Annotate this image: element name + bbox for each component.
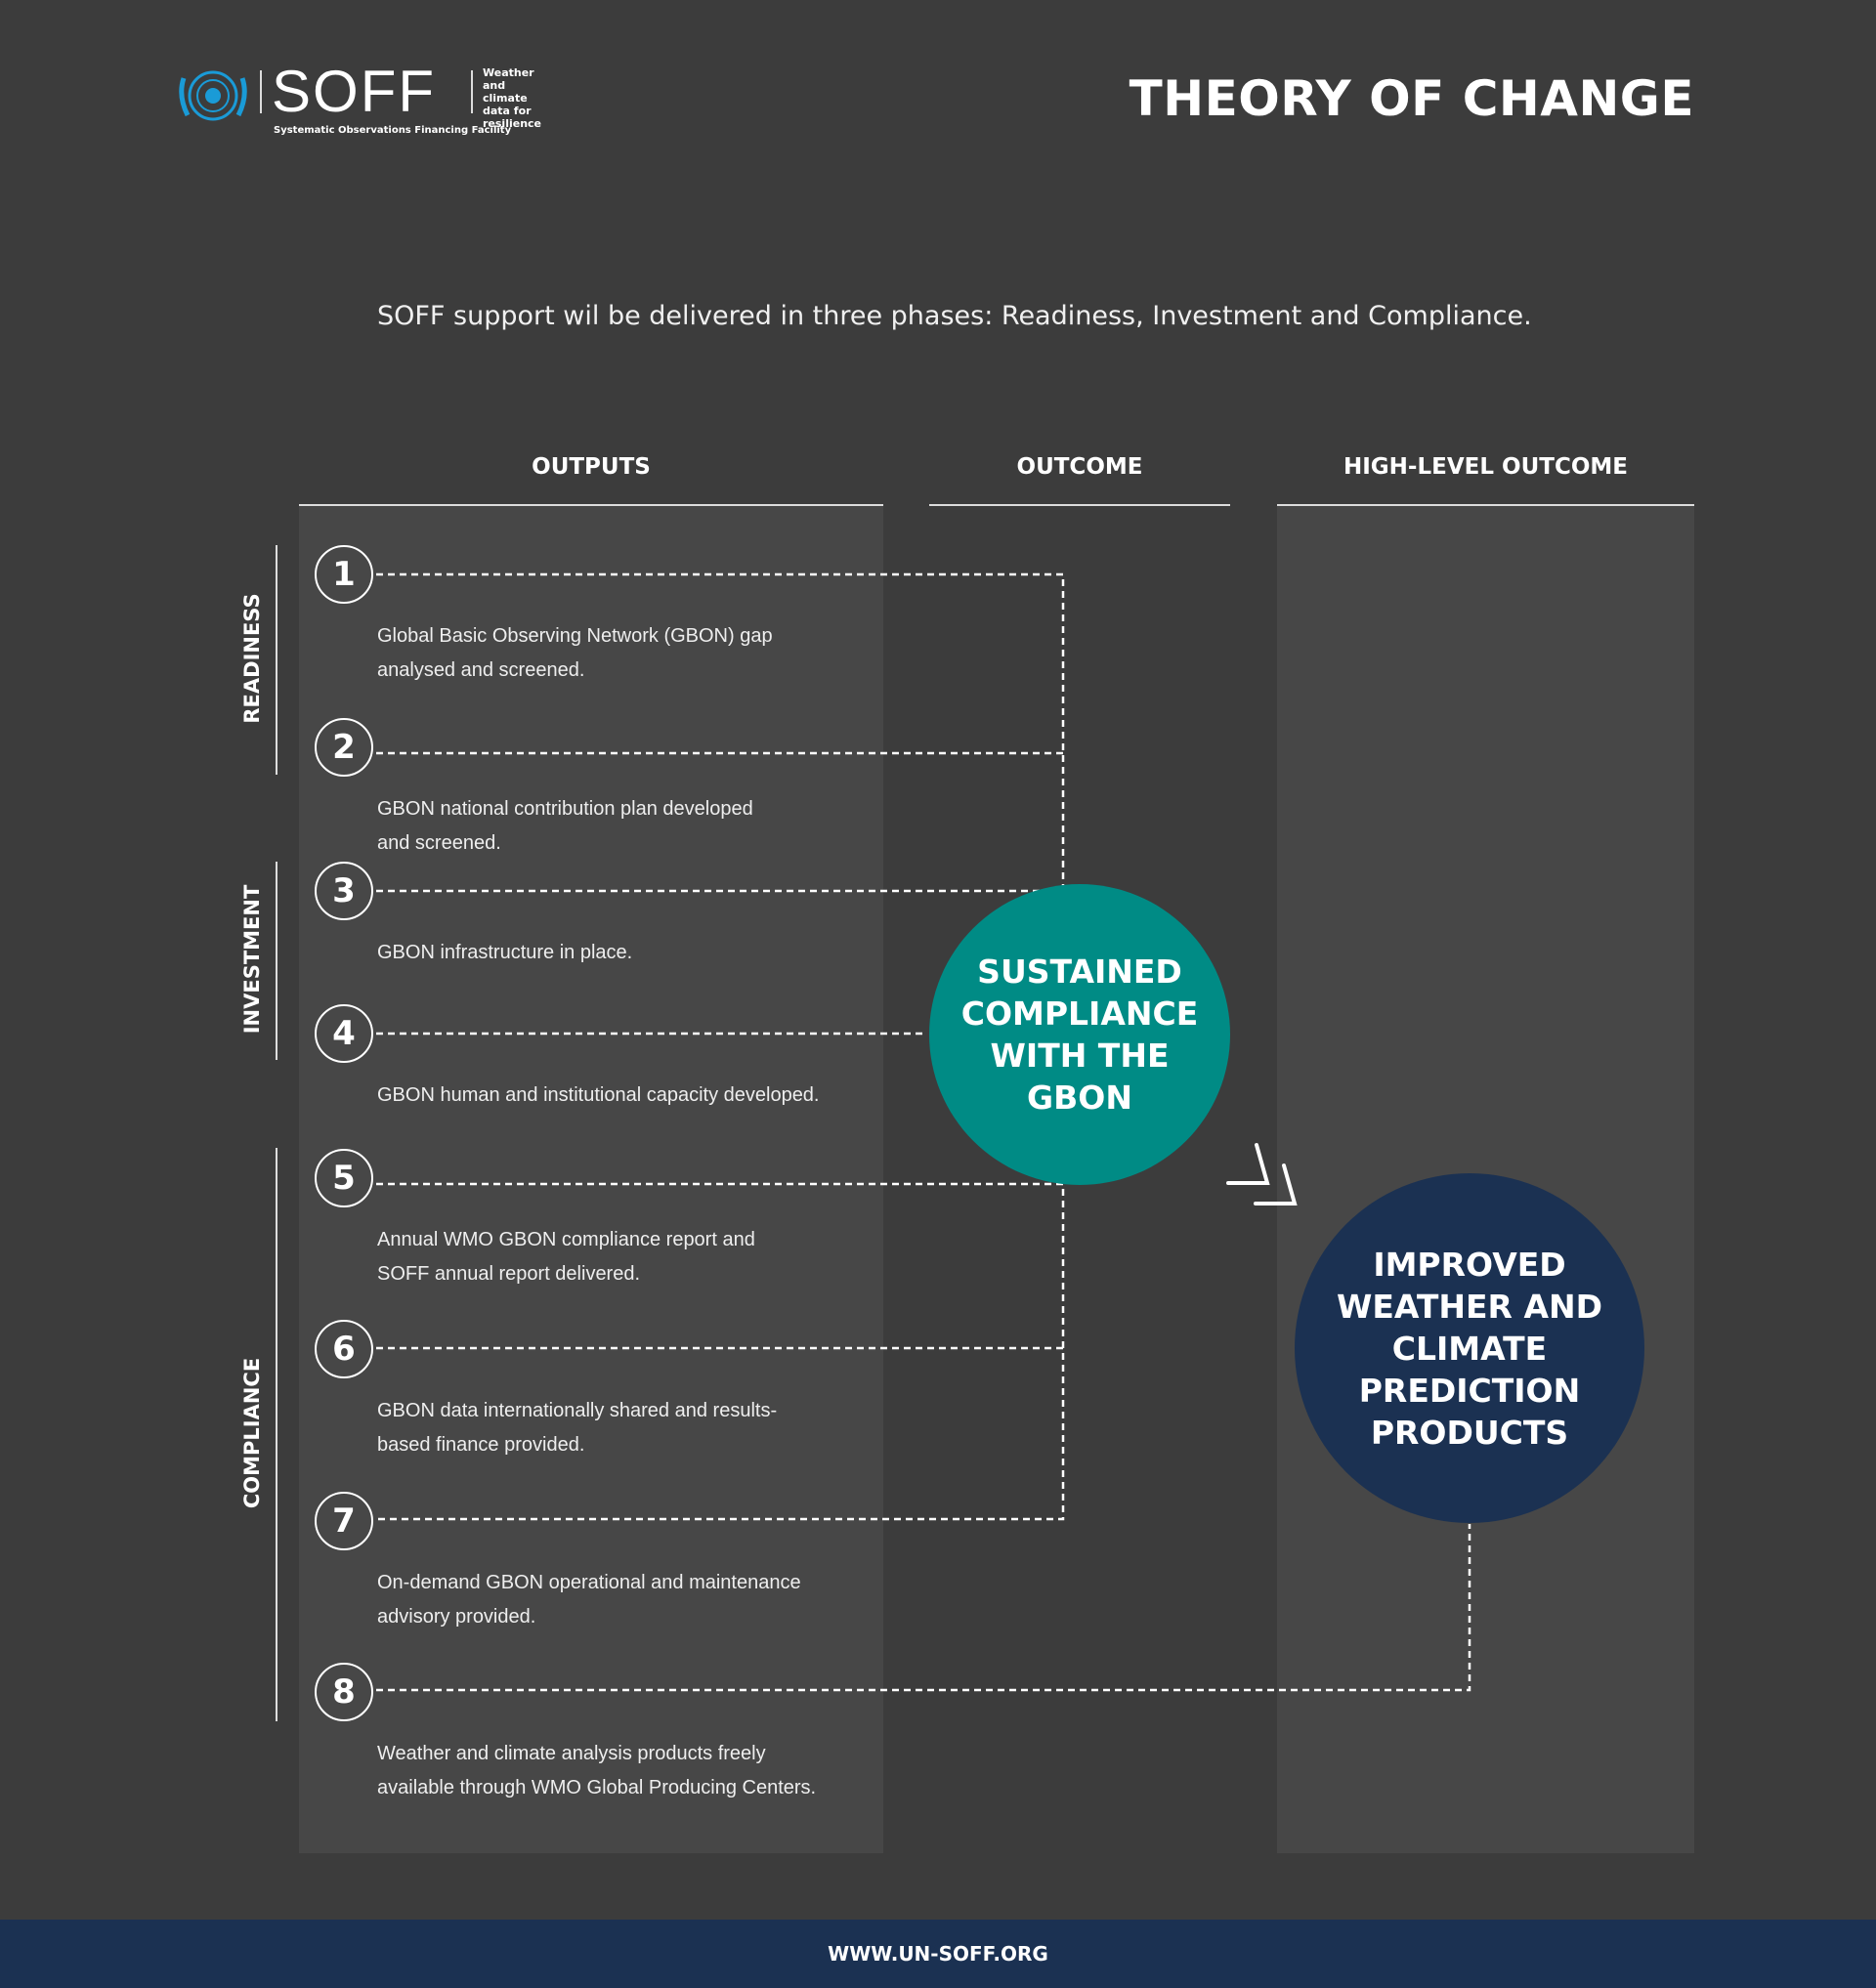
page-title: THEORY OF CHANGE (1129, 70, 1694, 127)
hlo-line: IMPROVED (1373, 1245, 1566, 1284)
hlo-line: PREDICTION (1358, 1371, 1581, 1410)
column-header-outputs: OUTPUTS (532, 454, 651, 480)
output-number-badge: 1 (315, 545, 373, 604)
tagline-line: resilience (483, 117, 542, 130)
output-description-line: Global Basic Observing Network (GBON) ga… (377, 625, 773, 647)
logo-tagline: Weather and climate data for resilience (483, 66, 549, 130)
output-description: Global Basic Observing Network (GBON) ga… (377, 619, 773, 688)
output-description-line: based finance provided. (377, 1434, 585, 1456)
tagline-line: data for (483, 105, 532, 117)
output-description: On-demand GBON operational and maintenan… (377, 1566, 801, 1634)
output-description-line: GBON data internationally shared and res… (377, 1400, 778, 1421)
tagline-line: and climate (483, 79, 528, 105)
outcome-line: GBON (1027, 1079, 1132, 1117)
output-number-badge: 3 (315, 862, 373, 920)
phase-line (276, 1148, 277, 1721)
output-number-badge: 6 (315, 1320, 373, 1378)
logo-wordmark: SOFF (272, 59, 436, 124)
output-number-badge: 4 (315, 1004, 373, 1063)
outputs-panel (299, 506, 883, 1853)
output-description-line: Annual WMO GBON compliance report and (377, 1229, 755, 1250)
footer-url[interactable]: WWW.UN-SOFF.ORG (0, 1920, 1876, 1988)
tagline-line: Weather (483, 66, 534, 79)
divider (929, 504, 1230, 506)
hlo-line: CLIMATE (1391, 1329, 1548, 1368)
outcome-line: SUSTAINED (977, 952, 1182, 991)
output-description-line: advisory provided. (377, 1606, 536, 1628)
output-description-line: GBON human and institutional capacity de… (377, 1084, 820, 1106)
hlo-line: WEATHER AND (1336, 1287, 1603, 1326)
column-header-high-level: HIGH-LEVEL OUTCOME (1343, 454, 1628, 480)
output-description-line: GBON infrastructure in place. (377, 942, 633, 963)
hlo-line: PRODUCTS (1370, 1413, 1569, 1452)
output-number-badge: 7 (315, 1492, 373, 1550)
subtitle: SOFF support wil be delivered in three p… (377, 301, 1532, 331)
logo-subtitle: Systematic Observations Financing Facili… (274, 125, 512, 136)
output-description-line: and screened. (377, 832, 501, 854)
output-description-line: available through WMO Global Producing C… (377, 1777, 817, 1798)
logo: SOFF Systematic Observations Financing F… (178, 59, 549, 143)
column-header-outcome: OUTCOME (1016, 454, 1143, 480)
outcome-line: COMPLIANCE (960, 994, 1199, 1033)
output-description: GBON data internationally shared and res… (377, 1394, 777, 1462)
divider (1277, 504, 1694, 506)
output-description: GBON infrastructure in place. (377, 936, 632, 970)
divider (299, 504, 883, 506)
phase-line (276, 862, 277, 1060)
output-description-line: Weather and climate analysis products fr… (377, 1743, 766, 1764)
arrow-icon (1226, 1143, 1298, 1205)
output-description: GBON human and institutional capacity de… (377, 1079, 820, 1113)
output-number-badge: 8 (315, 1663, 373, 1721)
un-emblem-icon (179, 70, 247, 121)
output-description: GBON national contribution plan develope… (377, 792, 753, 861)
outcome-circle: SUSTAINED COMPLIANCE WITH THE GBON (929, 884, 1230, 1185)
output-number-badge: 5 (315, 1149, 373, 1207)
output-number-badge: 2 (315, 718, 373, 777)
high-level-outcome-circle: IMPROVED WEATHER AND CLIMATE PREDICTION … (1295, 1173, 1644, 1523)
outcome-line: WITH THE (990, 1036, 1170, 1075)
output-description: Weather and climate analysis products fr… (377, 1737, 816, 1805)
phase-line (276, 545, 277, 775)
output-description-line: analysed and screened. (377, 659, 585, 681)
output-description-line: SOFF annual report delivered. (377, 1263, 641, 1285)
output-description-line: GBON national contribution plan develope… (377, 798, 753, 820)
output-description-line: On-demand GBON operational and maintenan… (377, 1572, 801, 1593)
